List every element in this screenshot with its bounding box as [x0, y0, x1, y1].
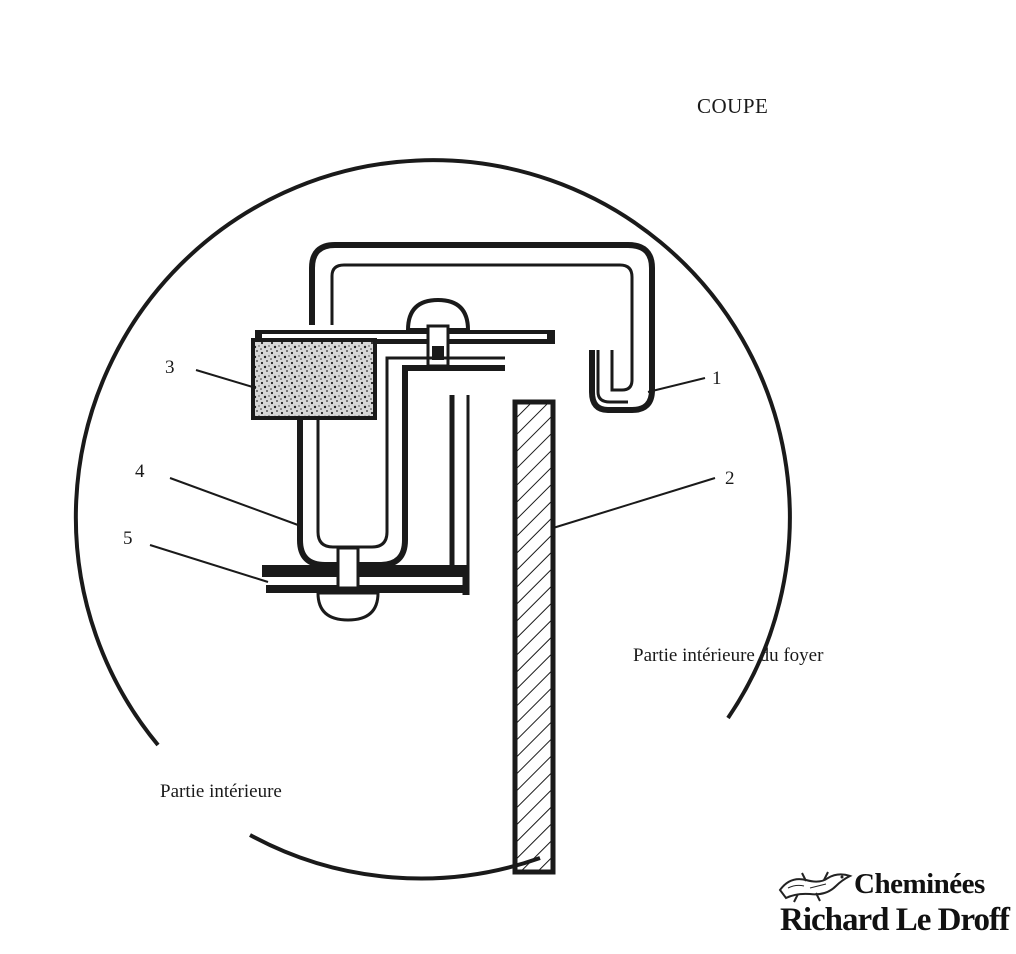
detail-circle-lower — [249, 833, 541, 881]
lower-bolt-head — [316, 591, 380, 622]
lower-bolt-shank — [336, 546, 360, 590]
callout-3: 3 — [165, 357, 175, 378]
leader-2 — [552, 477, 716, 529]
callout-4: 4 — [135, 461, 145, 482]
leader-4 — [169, 477, 299, 526]
callout-1: 1 — [712, 368, 722, 389]
salamander-icon — [778, 871, 853, 903]
top-profile-inner — [330, 263, 634, 392]
hook-end — [596, 350, 628, 404]
diagram-title: COUPE — [697, 94, 769, 118]
callout-2: 2 — [725, 468, 735, 489]
callout-5: 5 — [123, 528, 133, 549]
logo-line-2: Richard Le Droff — [780, 902, 1010, 938]
leader-3 — [195, 369, 257, 389]
detail-circle — [73, 158, 792, 747]
logo-line-1: Cheminées — [854, 868, 985, 900]
brand-logo: Cheminées Richard Le Droff — [772, 862, 1012, 952]
upper-bolt-head — [405, 297, 471, 332]
region-label-foyer: Partie intérieure du foyer — [633, 645, 824, 666]
lower-bar — [262, 565, 467, 577]
u-channel-inner — [316, 356, 505, 549]
top-profile — [309, 242, 655, 413]
insulation-block — [251, 338, 377, 420]
hatched-wall — [512, 399, 556, 875]
leader-1 — [647, 377, 706, 393]
region-label-interieure: Partie intérieure — [160, 781, 282, 802]
leader-5 — [149, 544, 269, 583]
